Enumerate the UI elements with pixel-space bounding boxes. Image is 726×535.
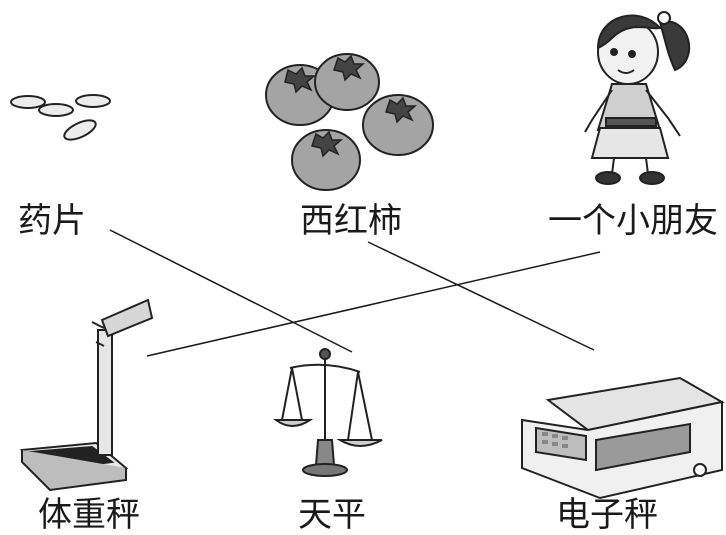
balance-scale-icon <box>272 348 383 477</box>
child-girl-icon <box>584 11 691 185</box>
item-label-tomato: 西红柿 <box>300 201 402 241</box>
item-label-child: 一个小朋友 <box>548 201 718 241</box>
item-label-pills: 药片 <box>18 201 86 241</box>
scale-label-electronic: 电子秤 <box>556 495 658 535</box>
scale-label-body-weight: 体重秤 <box>38 495 140 535</box>
line-pills-to-balance <box>109 229 353 353</box>
pills-icon <box>10 94 111 141</box>
body-weight-scale-icon <box>19 298 154 492</box>
answer-lines <box>109 229 601 357</box>
electronic-scale-icon <box>521 376 725 500</box>
line-child-to-body-scale <box>146 251 601 357</box>
scale-label-balance: 天平 <box>298 495 366 535</box>
tomatoes-icon <box>265 53 434 191</box>
line-tomato-to-electronic-scale <box>367 241 595 351</box>
